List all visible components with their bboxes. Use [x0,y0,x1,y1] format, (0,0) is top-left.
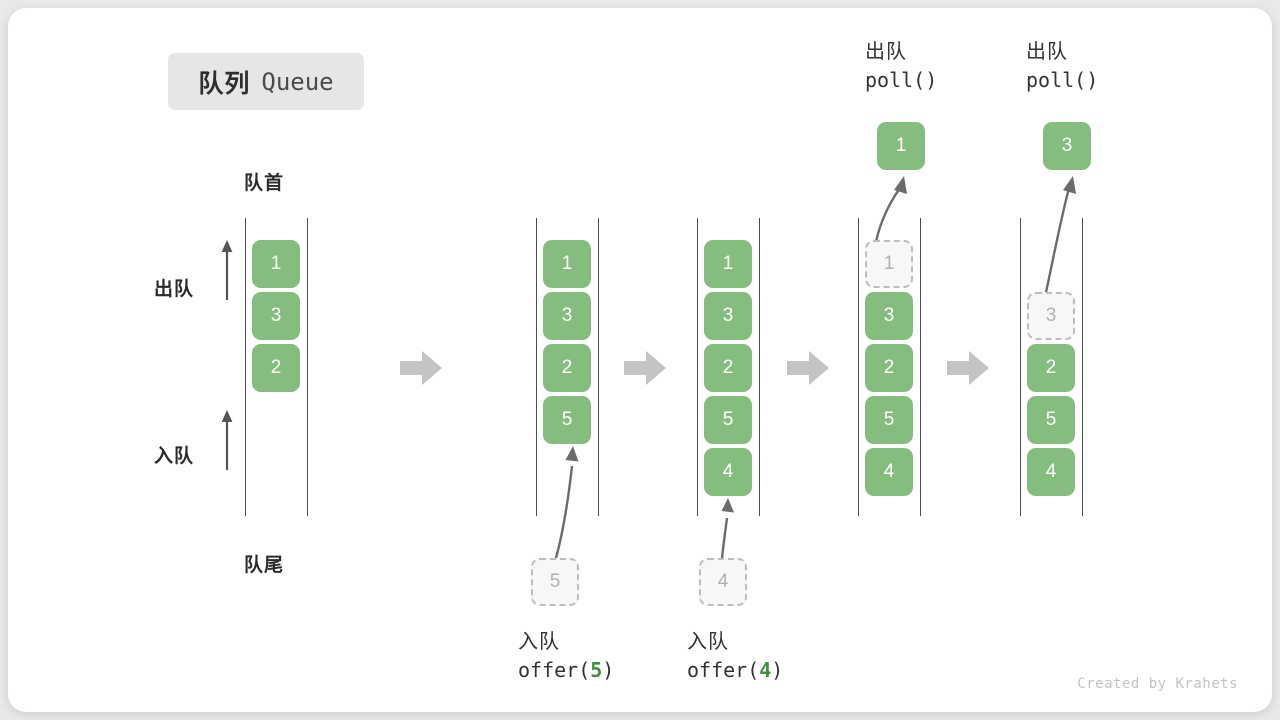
polled-result-element: 3 [1043,122,1091,170]
queue-item: 3 [252,292,300,340]
queue-item: 2 [1027,344,1075,392]
rail-left-col5 [1020,218,1021,516]
title-english: Queue [261,67,334,96]
rail-left-col1 [245,218,246,516]
rail-right-col2 [598,218,599,516]
dequeue-extract-arrow-icon [874,176,907,243]
credit-text: Created by Krahets [1077,676,1238,692]
queue-item: 3 [865,292,913,340]
rail-left-col3 [697,218,698,516]
queue-item-removed: 3 [1027,292,1075,340]
diagram-title-badge: 队列 Queue [168,53,364,110]
enqueue-direction-arrow-icon [221,410,233,470]
enqueue-insert-arrow-icon [720,498,734,559]
step-arrow-1-icon [400,351,442,385]
queue-item: 4 [865,448,913,496]
caption-offer-4-code: offer(4) [687,658,784,683]
caption-offer-4-chinese: 入队 [687,631,729,653]
rail-right-col1 [307,218,308,516]
queue-item: 3 [704,292,752,340]
dequeue-direction-arrow-icon [221,240,233,300]
title-chinese: 队列 [198,69,251,98]
queue-item-removed: 1 [865,240,913,288]
caption-offer-4: 入队 offer(4) [687,628,783,685]
caption-poll-3: 出队 poll() [1026,38,1098,95]
queue-item: 5 [865,396,913,444]
step-arrow-3-icon [787,351,829,385]
incoming-element-5: 5 [531,558,579,606]
rail-right-col3 [759,218,760,516]
queue-item: 2 [252,344,300,392]
queue-item: 2 [704,344,752,392]
step-arrow-2-icon [624,351,666,385]
incoming-element-4: 4 [699,558,747,606]
polled-result-element: 1 [877,122,925,170]
dequeue-extract-arrow-icon [1043,176,1076,298]
queue-item: 2 [543,344,591,392]
queue-item: 3 [543,292,591,340]
queue-item: 5 [704,396,752,444]
caption-poll-3-code: poll() [1026,68,1099,93]
queue-item: 1 [704,240,752,288]
enqueue-insert-arrow-icon [554,446,579,559]
queue-item: 2 [865,344,913,392]
rail-right-col5 [1082,218,1083,516]
caption-poll-1-chinese: 出队 [865,41,907,63]
queue-item: 5 [543,396,591,444]
caption-offer-5-chinese: 入队 [518,631,560,653]
rail-right-col4 [920,218,921,516]
label-enqueue: 入队 [154,446,195,467]
step-arrow-4-icon [947,351,989,385]
caption-poll-1-code: poll() [865,68,938,93]
queue-item: 5 [1027,396,1075,444]
caption-offer-5: 入队 offer(5) [518,628,614,685]
queue-item: 1 [252,240,300,288]
caption-poll-3-chinese: 出队 [1026,41,1068,63]
diagram-card: 队列 Queue 队首 1 3 2 出队 入队 队尾 1 3 2 5 5 入队 … [8,8,1272,712]
rail-left-col4 [858,218,859,516]
label-dequeue: 出队 [154,279,195,300]
queue-item: 1 [543,240,591,288]
rail-left-col2 [536,218,537,516]
queue-item: 4 [704,448,752,496]
caption-offer-5-code: offer(5) [518,658,615,683]
label-front: 队首 [244,173,285,194]
label-rear: 队尾 [244,555,285,576]
queue-item: 4 [1027,448,1075,496]
caption-poll-1: 出队 poll() [865,38,937,95]
